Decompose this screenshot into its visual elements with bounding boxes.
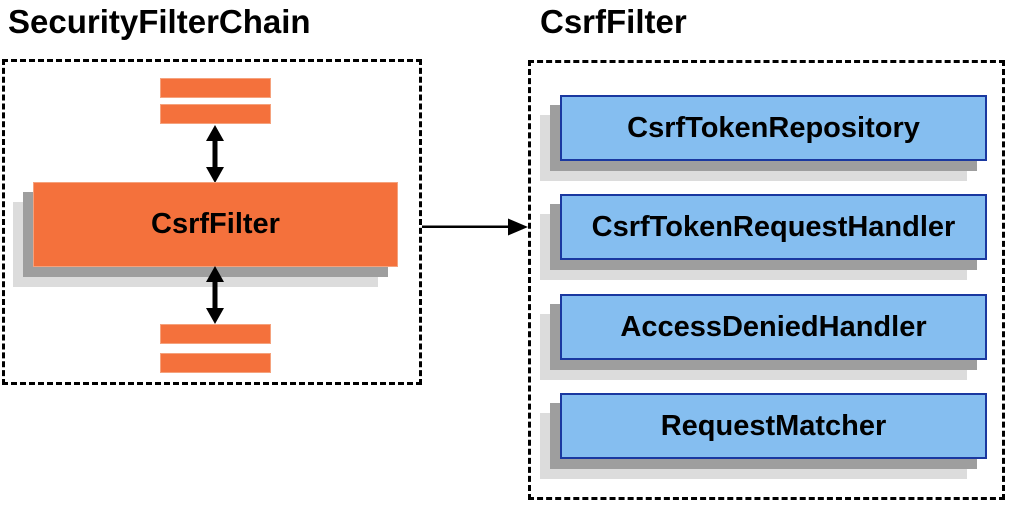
component-box-csrf-token-request-handler: CsrfTokenRequestHandler: [560, 194, 987, 260]
filter-placeholder-bar: [160, 104, 271, 124]
component-label: CsrfTokenRequestHandler: [591, 210, 956, 243]
component-box-request-matcher: RequestMatcher: [560, 393, 987, 459]
csrf-filter-box: CsrfFilter: [33, 182, 398, 267]
csrf-filter-frame: [528, 60, 1005, 500]
component-box-access-denied-handler: AccessDeniedHandler: [560, 294, 987, 360]
filter-placeholder-bar: [160, 353, 271, 373]
flow-arrow-icon: [422, 218, 528, 236]
component-label: AccessDeniedHandler: [620, 310, 927, 343]
filter-placeholder-bar: [160, 324, 271, 344]
component-label: CsrfTokenRepository: [627, 111, 920, 144]
bidirectional-arrow-icon: [206, 125, 224, 183]
right-panel-title: CsrfFilter: [540, 3, 687, 40]
security-filter-chain-frame: [2, 59, 422, 385]
filter-placeholder-bar: [160, 78, 271, 98]
component-label: RequestMatcher: [660, 409, 887, 442]
csrf-filter-label: CsrfFilter: [151, 208, 280, 240]
left-panel-title: SecurityFilterChain: [8, 3, 311, 40]
component-box-csrf-token-repository: CsrfTokenRepository: [560, 95, 987, 161]
bidirectional-arrow-icon: [206, 266, 224, 324]
